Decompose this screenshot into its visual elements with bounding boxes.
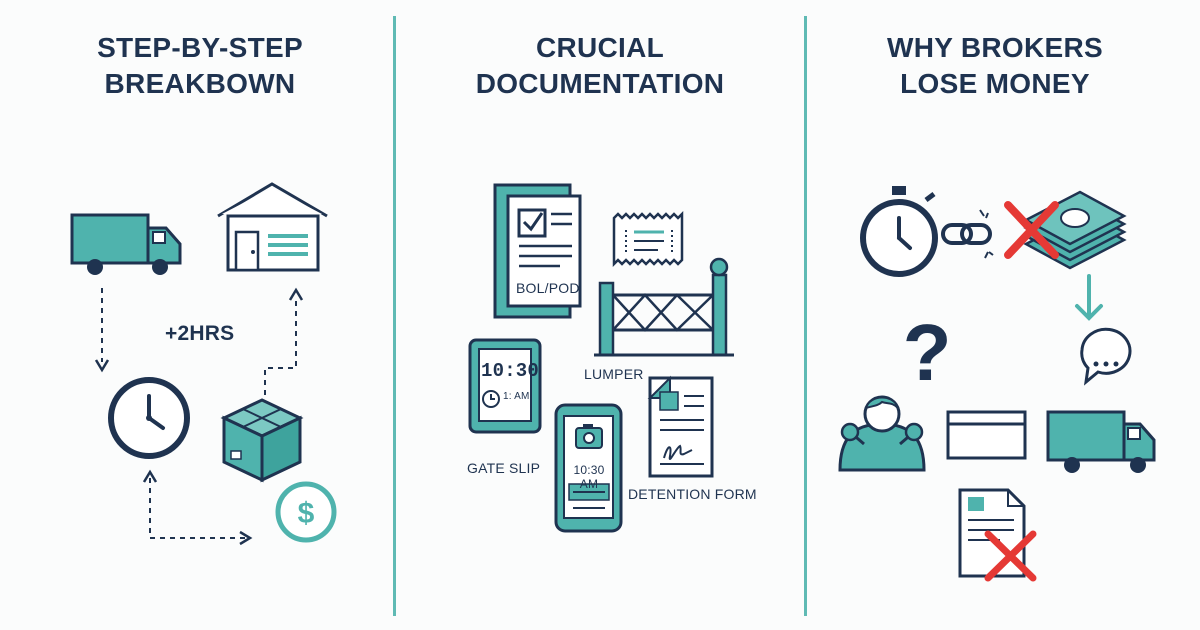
title-line: BREAKBOWN [104, 68, 296, 99]
gate-icon [594, 257, 734, 357]
title-line: LOSE MONEY [900, 68, 1090, 99]
clock-icon [108, 377, 190, 459]
bol-pod-label: BOL/POD [516, 280, 580, 296]
dollar-icon: $ [275, 481, 337, 543]
truck-icon [1046, 410, 1156, 473]
arrow-heads [94, 287, 304, 546]
receipt-icon [612, 210, 684, 268]
tablet-small-time: 1: AM [503, 391, 530, 402]
column-title-documentation: CRUCIAL DOCUMENTATION [440, 30, 760, 102]
detention-form-label: DETENTION FORM [628, 486, 757, 502]
flow-arrows [101, 288, 297, 539]
phone-icon [554, 403, 623, 533]
document-icon [493, 183, 582, 319]
form-icon [647, 375, 714, 478]
column-title-lose-money: WHY BROKERS LOSE MONEY [835, 30, 1155, 102]
tablet-icon [468, 338, 542, 434]
phone-time: 10:30 AM [573, 463, 605, 491]
warehouse-icon [217, 182, 328, 272]
title-line: WHY BROKERS [887, 32, 1103, 63]
column-title-breakdown: STEP-BY-STEP BREAKBOWN [40, 30, 360, 102]
lumper-label: LUMPER [584, 366, 644, 382]
tablet-time: 10:30 [481, 360, 540, 382]
svg-text:$: $ [298, 497, 315, 530]
card-icon [946, 410, 1027, 460]
title-line: DOCUMENTATION [475, 68, 725, 99]
down-arrow-icon [1075, 274, 1103, 321]
delay-label: +2HRS [165, 322, 235, 345]
chain-link-icon [941, 209, 994, 259]
x-mark-icon [1004, 201, 1059, 259]
stopwatch-icon [860, 186, 938, 277]
x-mark-icon [984, 530, 1037, 582]
gate-slip-label: GATE SLIP [467, 460, 541, 476]
column-divider [804, 16, 807, 616]
camera-icon [575, 424, 603, 449]
box-icon [220, 398, 304, 483]
chat-icon [1080, 327, 1132, 386]
title-line: STEP-BY-STEP [97, 32, 303, 63]
money-stack-icon [1023, 190, 1127, 270]
person-icon [838, 395, 926, 472]
column-divider [393, 16, 396, 616]
svg-text:?: ? [903, 308, 952, 397]
question-icon: ? [903, 308, 952, 397]
title-line: CRUCIAL [535, 32, 665, 63]
truck-icon [70, 213, 182, 275]
